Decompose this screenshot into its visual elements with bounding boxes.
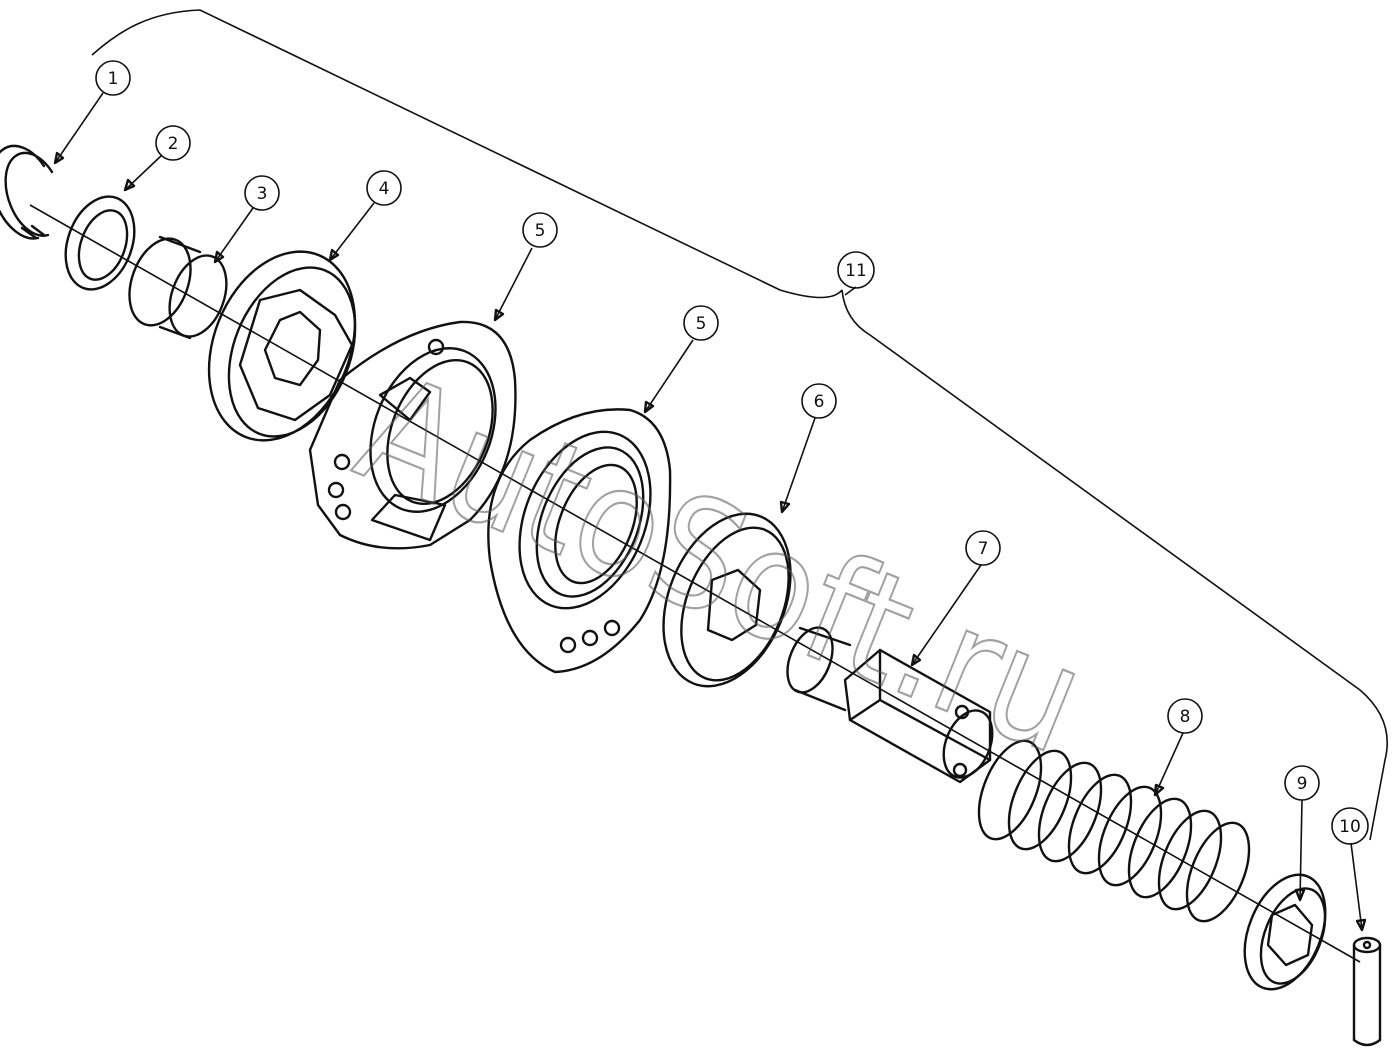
callout-label: 11 [845, 261, 867, 281]
leader-lines [53, 92, 1367, 932]
callout-label: 10 [1339, 817, 1361, 837]
part-5-cam-flange-a [308, 320, 517, 550]
part-6-hex-washer [662, 512, 792, 688]
part-3-bushing [128, 235, 228, 340]
callout-10: 10 [1331, 807, 1369, 845]
callout-label: 7 [978, 539, 989, 559]
callout-2: 2 [155, 125, 191, 161]
callout-label: 2 [168, 134, 179, 154]
callout-label: 8 [1180, 707, 1191, 727]
callout-label: 1 [108, 69, 119, 89]
callout-7: 7 [965, 530, 1001, 566]
part-8-spring [977, 739, 1251, 923]
callout-11: 11 [837, 251, 875, 289]
part-2-washer [64, 195, 136, 291]
callout-5b: 5 [683, 305, 719, 341]
assembly-brace [91, 9, 1388, 841]
callout-3: 3 [244, 175, 280, 211]
part-4-lock-plate [207, 250, 357, 442]
callout-label: 4 [379, 179, 390, 199]
callout-8: 8 [1167, 698, 1203, 734]
callout-label: 3 [257, 184, 268, 204]
callout-6: 6 [801, 383, 837, 419]
watermark: AutoSoft.ru [337, 342, 1107, 788]
part-9-hex-cap [1243, 873, 1327, 991]
part-1-circlip [0, 144, 54, 240]
callout-9: 9 [1284, 765, 1320, 801]
assembly-axis [29, 204, 1361, 963]
callout-label: 5 [535, 221, 546, 241]
callout-label: 6 [814, 392, 825, 412]
callout-1: 1 [95, 60, 131, 96]
callout-label: 9 [1297, 774, 1308, 794]
callout-label: 5 [696, 314, 707, 334]
part-7-hex-adjuster [786, 626, 994, 784]
callout-5a: 5 [522, 212, 558, 248]
callout-4: 4 [366, 170, 402, 206]
part-10-pin [1352, 936, 1382, 1047]
part-5-cam-flange-b [487, 408, 672, 674]
